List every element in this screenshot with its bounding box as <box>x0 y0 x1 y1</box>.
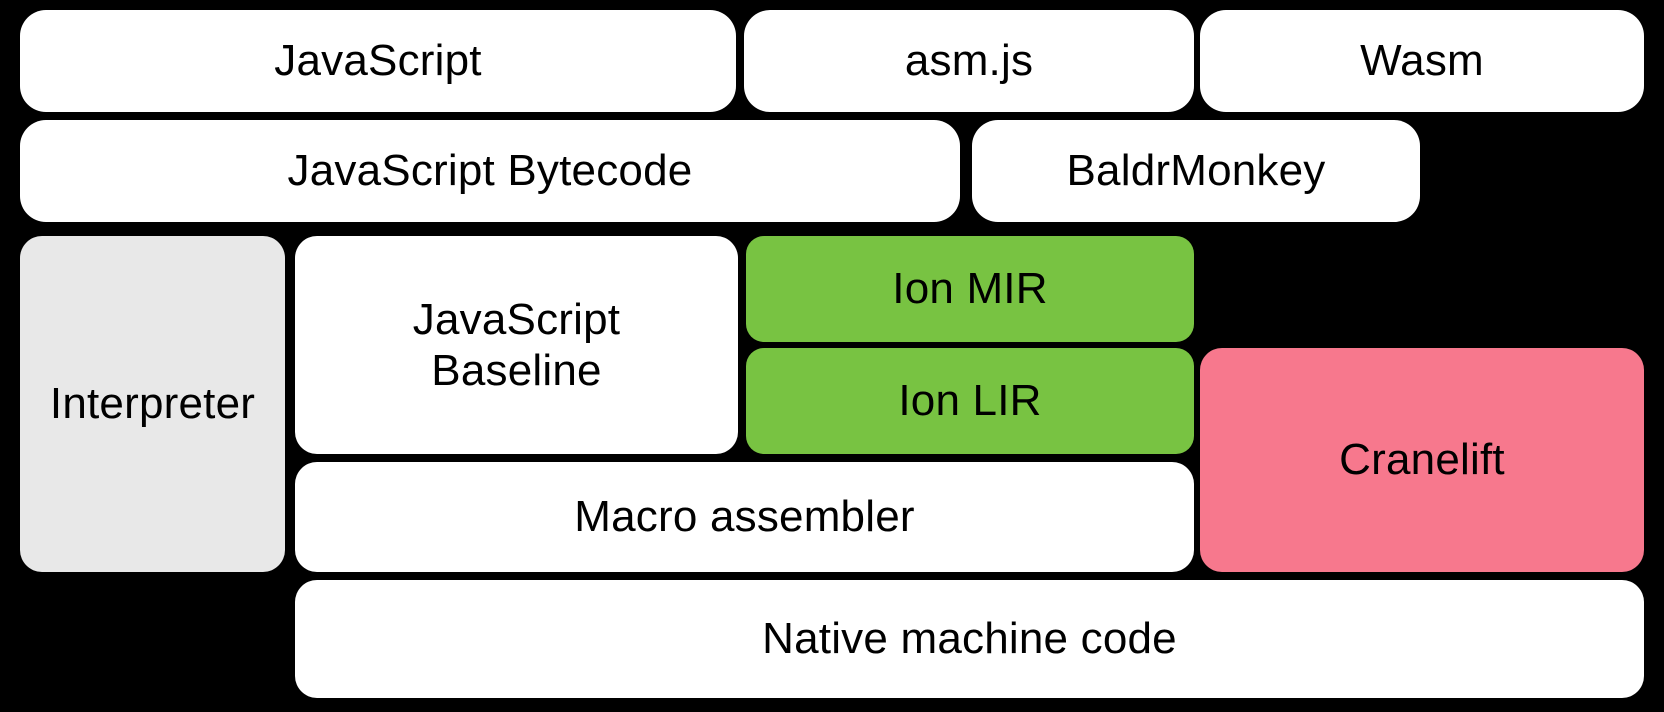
node-ion-mir[interactable]: Ion MIR <box>746 236 1194 342</box>
node-cranelift[interactable]: Cranelift <box>1200 348 1644 572</box>
node-asmjs[interactable]: asm.js <box>744 10 1194 112</box>
node-interpreter[interactable]: Interpreter <box>20 236 285 572</box>
node-ion-lir[interactable]: Ion LIR <box>746 348 1194 454</box>
node-wasm[interactable]: Wasm <box>1200 10 1644 112</box>
node-baldrmonkey[interactable]: BaldrMonkey <box>972 120 1420 222</box>
node-native-machine-code[interactable]: Native machine code <box>295 580 1644 698</box>
node-javascript-baseline[interactable]: JavaScript Baseline <box>295 236 738 454</box>
node-javascript[interactable]: JavaScript <box>20 10 736 112</box>
node-javascript-bytecode[interactable]: JavaScript Bytecode <box>20 120 960 222</box>
node-macro-assembler[interactable]: Macro assembler <box>295 462 1194 572</box>
